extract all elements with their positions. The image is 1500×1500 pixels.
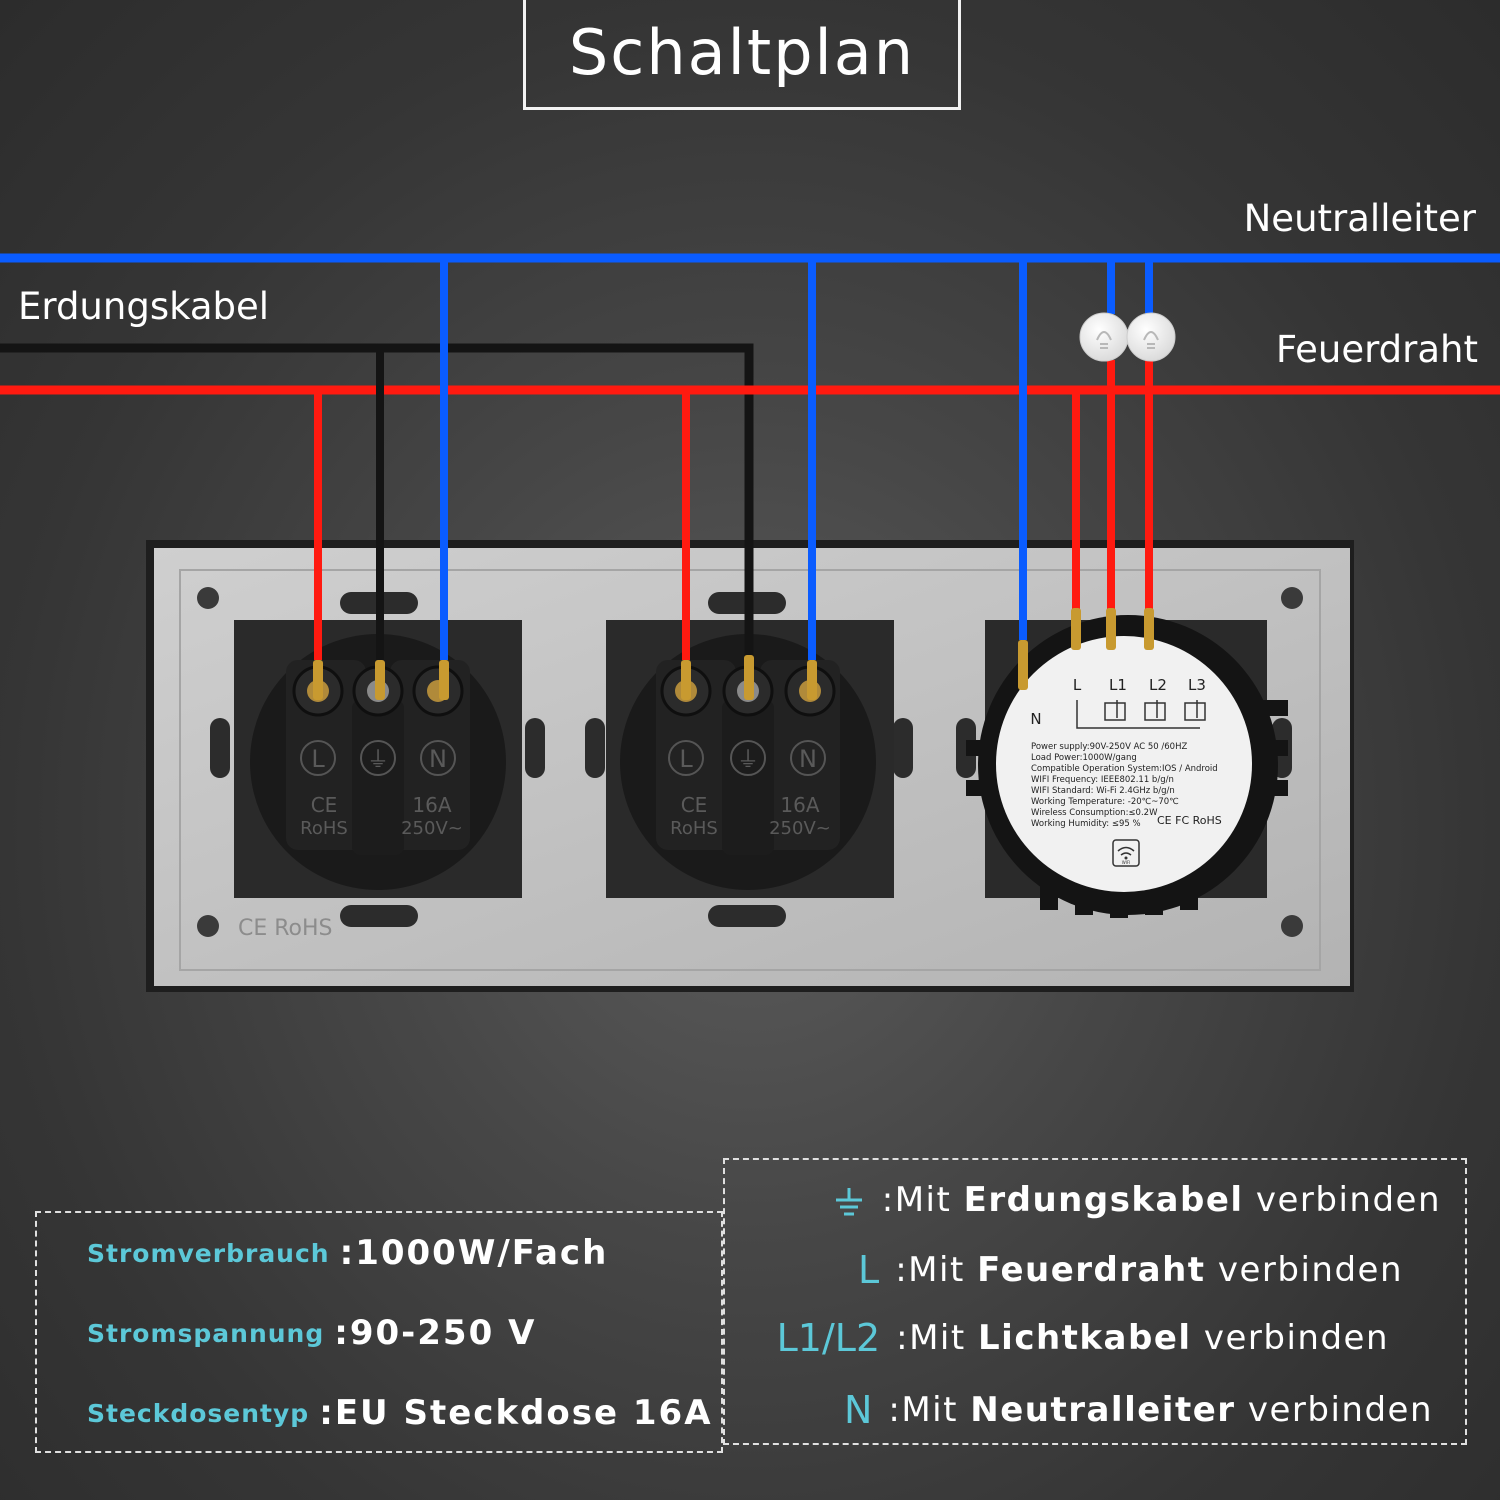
module-spec-line: Load Power:1000W/gang	[1031, 753, 1137, 763]
wifi-caption: WIFI	[1122, 860, 1131, 865]
legend-prefix: :Mit	[896, 1318, 978, 1358]
legend-term: Lichtkabel	[978, 1318, 1192, 1358]
socket-2-terminal-earth: ⏚	[737, 748, 759, 773]
spec-row-voltage: Stromspannung :90-250 V	[87, 1313, 536, 1353]
socket-2-rohs-mark: RoHS	[670, 818, 718, 839]
module-spec-line: Compatible Operation System:IOS / Androi…	[1031, 764, 1218, 774]
spec-value: :1000W/Fach	[339, 1233, 609, 1273]
socket-2-current-rating: 16A	[780, 793, 819, 817]
spec-key: Stromspannung	[87, 1318, 325, 1348]
module-spec-line: Working Temperature: -20℃~70℃	[1031, 797, 1179, 807]
spec-row-power: Stromverbrauch :1000W/Fach	[87, 1233, 608, 1273]
socket-1-terminal-earth: ⏚	[367, 748, 389, 773]
socket-1-ce-mark: CE	[311, 793, 338, 817]
socket-2-terminal-n: N	[799, 745, 817, 773]
page-title: Schaltplan	[523, 0, 961, 110]
spec-box: Stromverbrauch :1000W/Fach Stromspannung:…	[35, 1211, 723, 1453]
socket-2-terminal-l: L	[679, 745, 693, 773]
socket-2-voltage-rating: 250V~	[769, 818, 831, 839]
spec-row-socket-type: Steckdosentyp :EU Steckdose 16A	[87, 1393, 713, 1433]
legend-text: :Mit Neutralleiter verbinden	[888, 1390, 1433, 1430]
legend-text: :Mit Lichtkabel verbinden	[896, 1318, 1389, 1358]
module-terminal-l2: L2	[1149, 676, 1167, 694]
legend-box: :Mit Erdungskabel verbinden L :Mit Feuer…	[723, 1158, 1467, 1445]
module-spec-line: Working Humidity: ≤95 %	[1031, 819, 1141, 829]
legend-term: Neutralleiter	[970, 1390, 1236, 1430]
socket-1-voltage-rating: 250V~	[401, 818, 463, 839]
socket-2-ce-mark: CE	[681, 793, 708, 817]
frame-marks: CE RoHS	[238, 916, 333, 941]
spec-value: :90-250 V	[334, 1313, 537, 1353]
legend-term: Erdungskabel	[963, 1180, 1244, 1220]
socket-1-current-rating: 16A	[412, 793, 451, 817]
module-spec-list: Power supply:90V-250V AC 50 /60HZ Load P…	[1031, 742, 1218, 829]
earth-conductor	[0, 343, 754, 680]
legend-prefix: :Mit	[895, 1250, 978, 1290]
neutral-label: Neutralleiter	[1243, 197, 1476, 240]
legend-suffix: verbinden	[1191, 1318, 1389, 1358]
socket-1-terminal-l: L	[311, 745, 325, 773]
legend-suffix: verbinden	[1205, 1250, 1403, 1290]
module-spec-line: WIFI Frequency: IEEE802.11 b/g/n	[1031, 775, 1174, 785]
legend-row-ground: :Mit Erdungskabel verbinden	[832, 1178, 1441, 1222]
module-terminal-l1: L1	[1109, 676, 1127, 694]
live-label: Feuerdraht	[1275, 328, 1478, 371]
legend-row-light: L1/L2 :Mit Lichtkabel verbinden	[777, 1316, 1389, 1360]
module-spec-line: Wireless Consumption:≤0.2W	[1031, 808, 1158, 818]
spec-key: Steckdosentyp	[87, 1398, 310, 1428]
legend-row-live: L :Mit Feuerdraht verbinden	[858, 1248, 1403, 1292]
legend-symbol-l: L	[858, 1248, 880, 1292]
module-terminal-l3: L3	[1188, 676, 1206, 694]
spec-value: :EU Steckdose 16A	[319, 1393, 713, 1433]
legend-text: :Mit Feuerdraht verbinden	[895, 1250, 1403, 1290]
earth-label: Erdungskabel	[18, 285, 270, 328]
module-terminal-l: L	[1073, 676, 1082, 694]
legend-symbol-n: N	[843, 1388, 873, 1432]
lamp-1-icon	[1079, 312, 1129, 362]
legend-text: :Mit Erdungskabel verbinden	[882, 1180, 1441, 1220]
lamp-2-icon	[1126, 312, 1176, 362]
terminal-leads	[313, 608, 1154, 700]
module-spec-line: Power supply:90V-250V AC 50 /60HZ	[1031, 742, 1187, 752]
module-spec-line: WIFI Standard: Wi-Fi 2.4GHz b/g/n	[1031, 786, 1175, 796]
legend-prefix: :Mit	[881, 1180, 964, 1220]
wifi-icon	[1112, 839, 1140, 867]
ground-icon	[832, 1178, 866, 1222]
spec-key: Stromverbrauch	[87, 1238, 330, 1268]
switch-module: L L1 L2 L3 N Power supply:90V-250V AC 50…	[966, 615, 1288, 918]
socket-1-terminal-n: N	[429, 745, 447, 773]
module-cert-marks: CE FC RoHS	[1157, 814, 1222, 827]
socket-1-rohs-mark: RoHS	[300, 818, 348, 839]
module-schematic	[1076, 700, 1206, 729]
legend-suffix: verbinden	[1235, 1390, 1433, 1430]
module-terminal-n: N	[1030, 710, 1041, 728]
legend-prefix: :Mit	[888, 1390, 971, 1430]
legend-row-neutral: N :Mit Neutralleiter verbinden	[844, 1388, 1433, 1432]
legend-term: Feuerdraht	[977, 1250, 1206, 1290]
legend-symbol-l1-l2: L1/L2	[776, 1316, 881, 1360]
legend-suffix: verbinden	[1243, 1180, 1441, 1220]
